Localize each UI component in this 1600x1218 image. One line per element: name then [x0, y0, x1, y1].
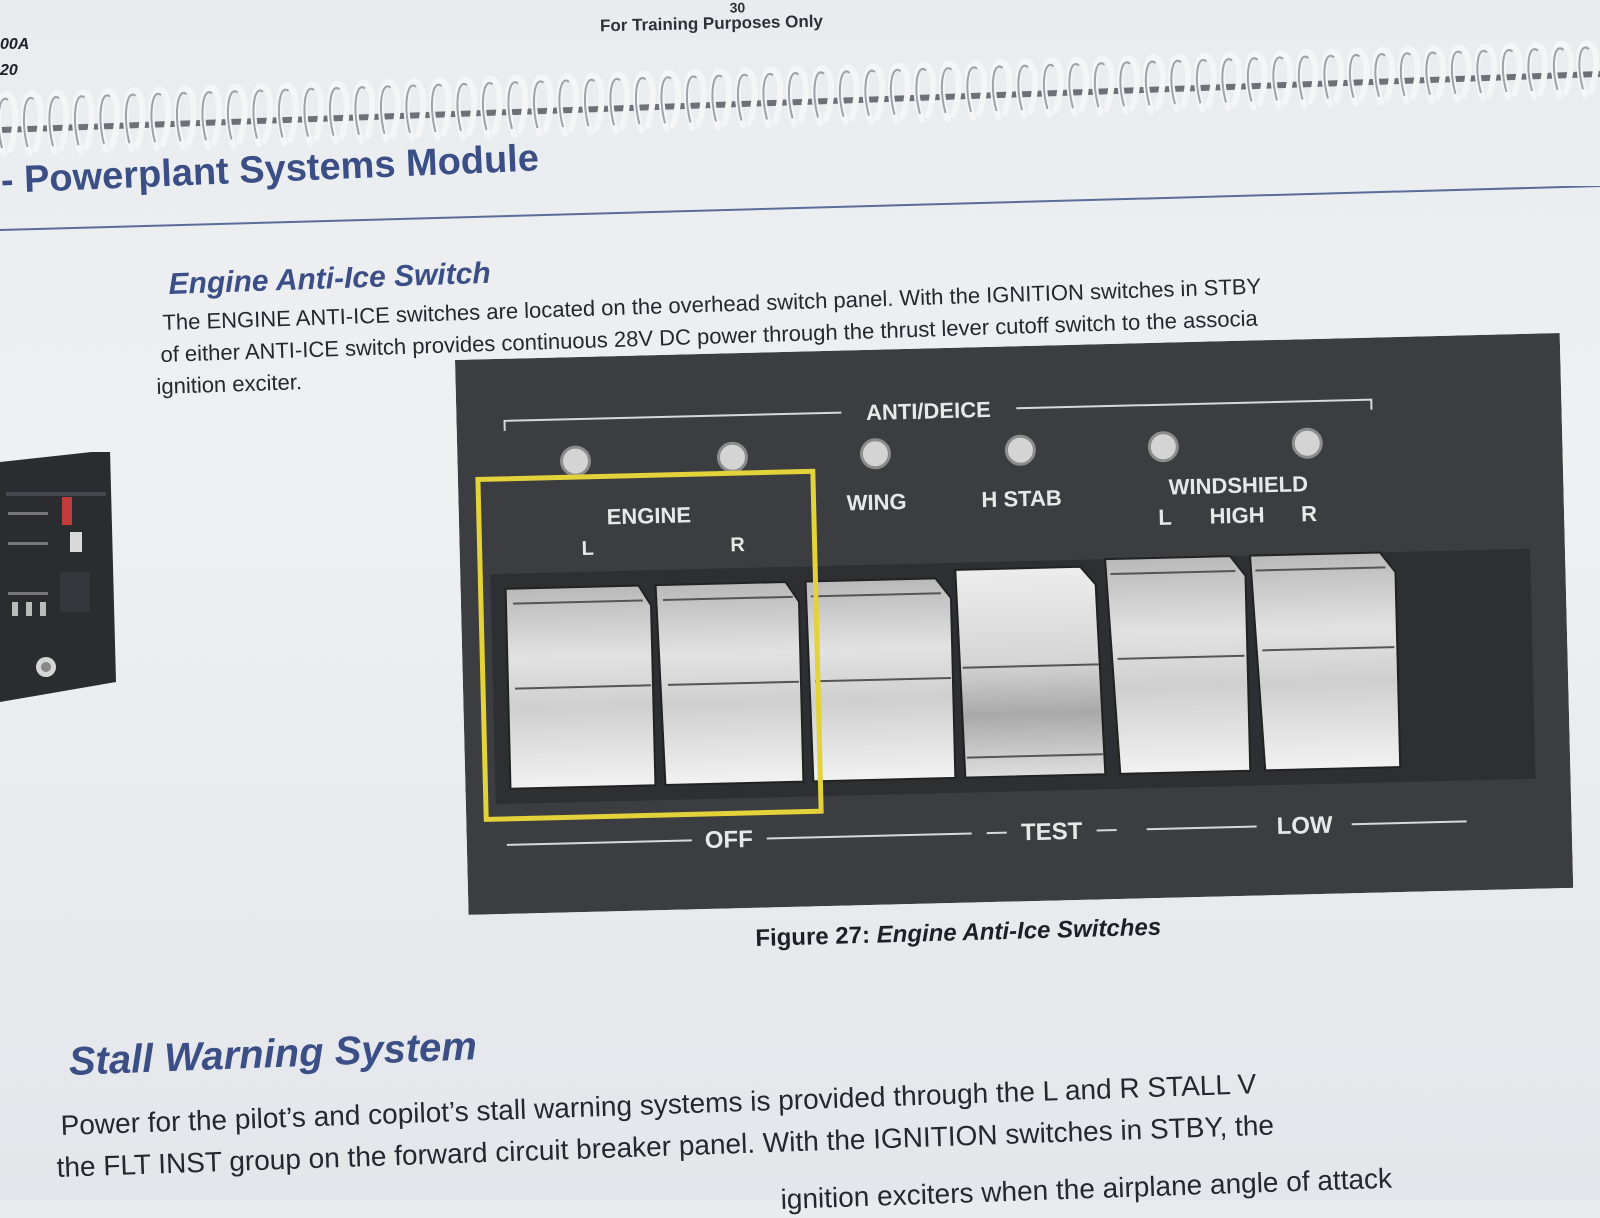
low-label: LOW — [1276, 812, 1333, 840]
windshield-left-switch[interactable] — [1105, 556, 1250, 774]
wing-switch[interactable] — [806, 578, 956, 781]
hstab-switch[interactable] — [955, 566, 1105, 777]
windshield-high-label: HIGH — [1209, 502, 1265, 528]
section-heading-engine-anti-ice: Engine Anti-Ice Switch — [168, 257, 491, 302]
indicator-light — [561, 447, 590, 476]
engine-left-switch[interactable] — [506, 585, 656, 788]
indicator-light — [1006, 436, 1035, 465]
windshield-right-label: R — [1301, 501, 1318, 526]
wing-label: WING — [846, 489, 906, 515]
windshield-label: WINDSHIELD — [1168, 471, 1308, 499]
page-header-center: 30 For Training Purposes Only — [600, 12, 823, 37]
windshield-left-label: L — [1158, 505, 1172, 530]
figure-caption: Figure 27: Engine Anti-Ice Switches — [755, 914, 1161, 953]
indicator-light — [718, 443, 747, 472]
section2-line-3: ignition exciters when the airplane angl… — [780, 1161, 1393, 1218]
hstab-label: H STAB — [981, 485, 1062, 512]
switch-panel-diagram: ANTI/DEICE ENGINE L R WING H STAB WINDSH… — [455, 333, 1573, 915]
indicator-light — [1149, 432, 1178, 461]
windshield-right-switch[interactable] — [1250, 552, 1400, 770]
indicator-light — [1293, 429, 1322, 458]
anti-deice-switch-panel: ANTI/DEICE ENGINE L R WING H STAB WINDSH… — [455, 333, 1573, 915]
indicator-light — [861, 439, 890, 468]
binding-coil — [0, 94, 15, 154]
engine-right-label: R — [730, 534, 746, 556]
test-label: TEST — [1021, 818, 1083, 846]
figure-number: Figure 27: — [755, 922, 870, 952]
training-notice: For Training Purposes Only — [600, 12, 823, 36]
module-title-rule — [0, 186, 1600, 246]
overhead-panel-thumbnail — [0, 452, 116, 712]
engine-left-label: L — [581, 538, 594, 560]
section1-line-3: ignition exciter. — [156, 367, 302, 402]
engine-right-switch[interactable] — [656, 582, 804, 785]
engine-label: ENGINE — [606, 502, 691, 529]
off-label: OFF — [704, 826, 753, 854]
anti-deice-label: ANTI/DEICE — [866, 397, 991, 425]
section-heading-stall-warning: Stall Warning System — [68, 1024, 478, 1085]
page-number: 30 — [729, 0, 745, 16]
figure-title: Engine Anti-Ice Switches — [876, 914, 1161, 949]
